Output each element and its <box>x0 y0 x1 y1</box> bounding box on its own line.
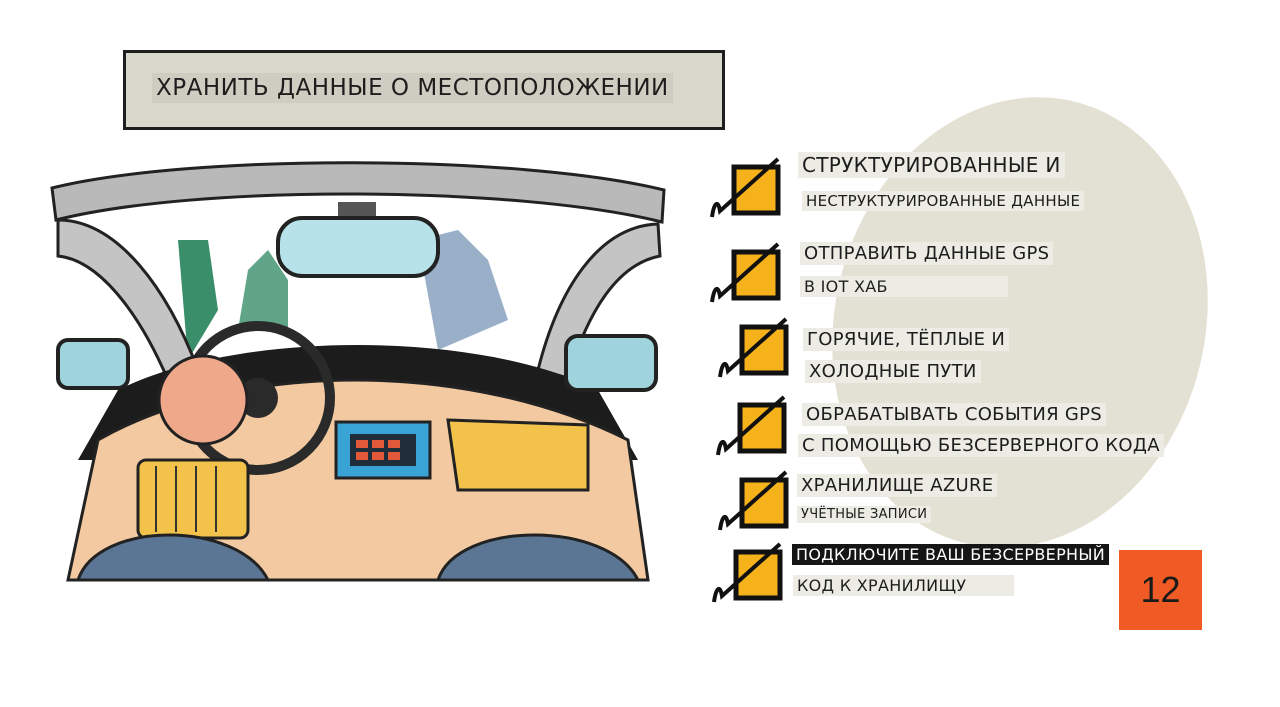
checkbox-checked-icon <box>716 395 787 456</box>
item-5-line1: ХРАНИЛИЩЕ AZURE <box>797 474 998 497</box>
item-1-line1: СТРУКТУРИРОВАННЫЕ И <box>798 152 1065 178</box>
slide-title: ХРАНИТЬ ДАННЫЕ О МЕСТОПОЛОЖЕНИИ <box>152 73 673 103</box>
item-6-line1: ПОДКЛЮЧИТЕ ВАШ БЕЗСЕРВЕРНЫЙ <box>792 544 1110 565</box>
item-2-line1: ОТПРАВИТЬ ДАННЫЕ GPS <box>800 242 1054 265</box>
item-5-line2: УЧЁТНЫЕ ЗАПИСИ <box>797 506 932 523</box>
item-3-line2: ХОЛОДНЫЕ ПУТИ <box>805 360 981 383</box>
checkbox-checked-icon <box>710 242 781 303</box>
item-4-line2: С ПОМОЩЬЮ БЕЗСЕРВЕРНОГО КОДА <box>798 434 1164 457</box>
car-interior-illustration <box>50 161 666 582</box>
item-1-line2: НЕСТРУКТУРИРОВАННЫЕ ДАННЫЕ <box>802 191 1085 211</box>
item-2-line2: В IOT ХАБ <box>800 276 1008 297</box>
checkbox-checked-icon <box>718 317 789 378</box>
page-number-badge: 12 <box>1119 550 1202 630</box>
title-box: ХРАНИТЬ ДАННЫЕ О МЕСТОПОЛОЖЕНИИ <box>123 50 725 130</box>
checkbox-checked-icon <box>710 157 781 218</box>
item-4-line1: ОБРАБАТЫВАТЬ СОБЫТИЯ GPS <box>802 403 1107 426</box>
item-3-line1: ГОРЯЧИЕ, ТЁПЛЫЕ И <box>803 328 1010 351</box>
item-6-line2: КОД К ХРАНИЛИЩУ <box>793 575 1015 596</box>
checkbox-checked-icon <box>718 470 789 531</box>
checkbox-checked-icon <box>712 542 783 603</box>
